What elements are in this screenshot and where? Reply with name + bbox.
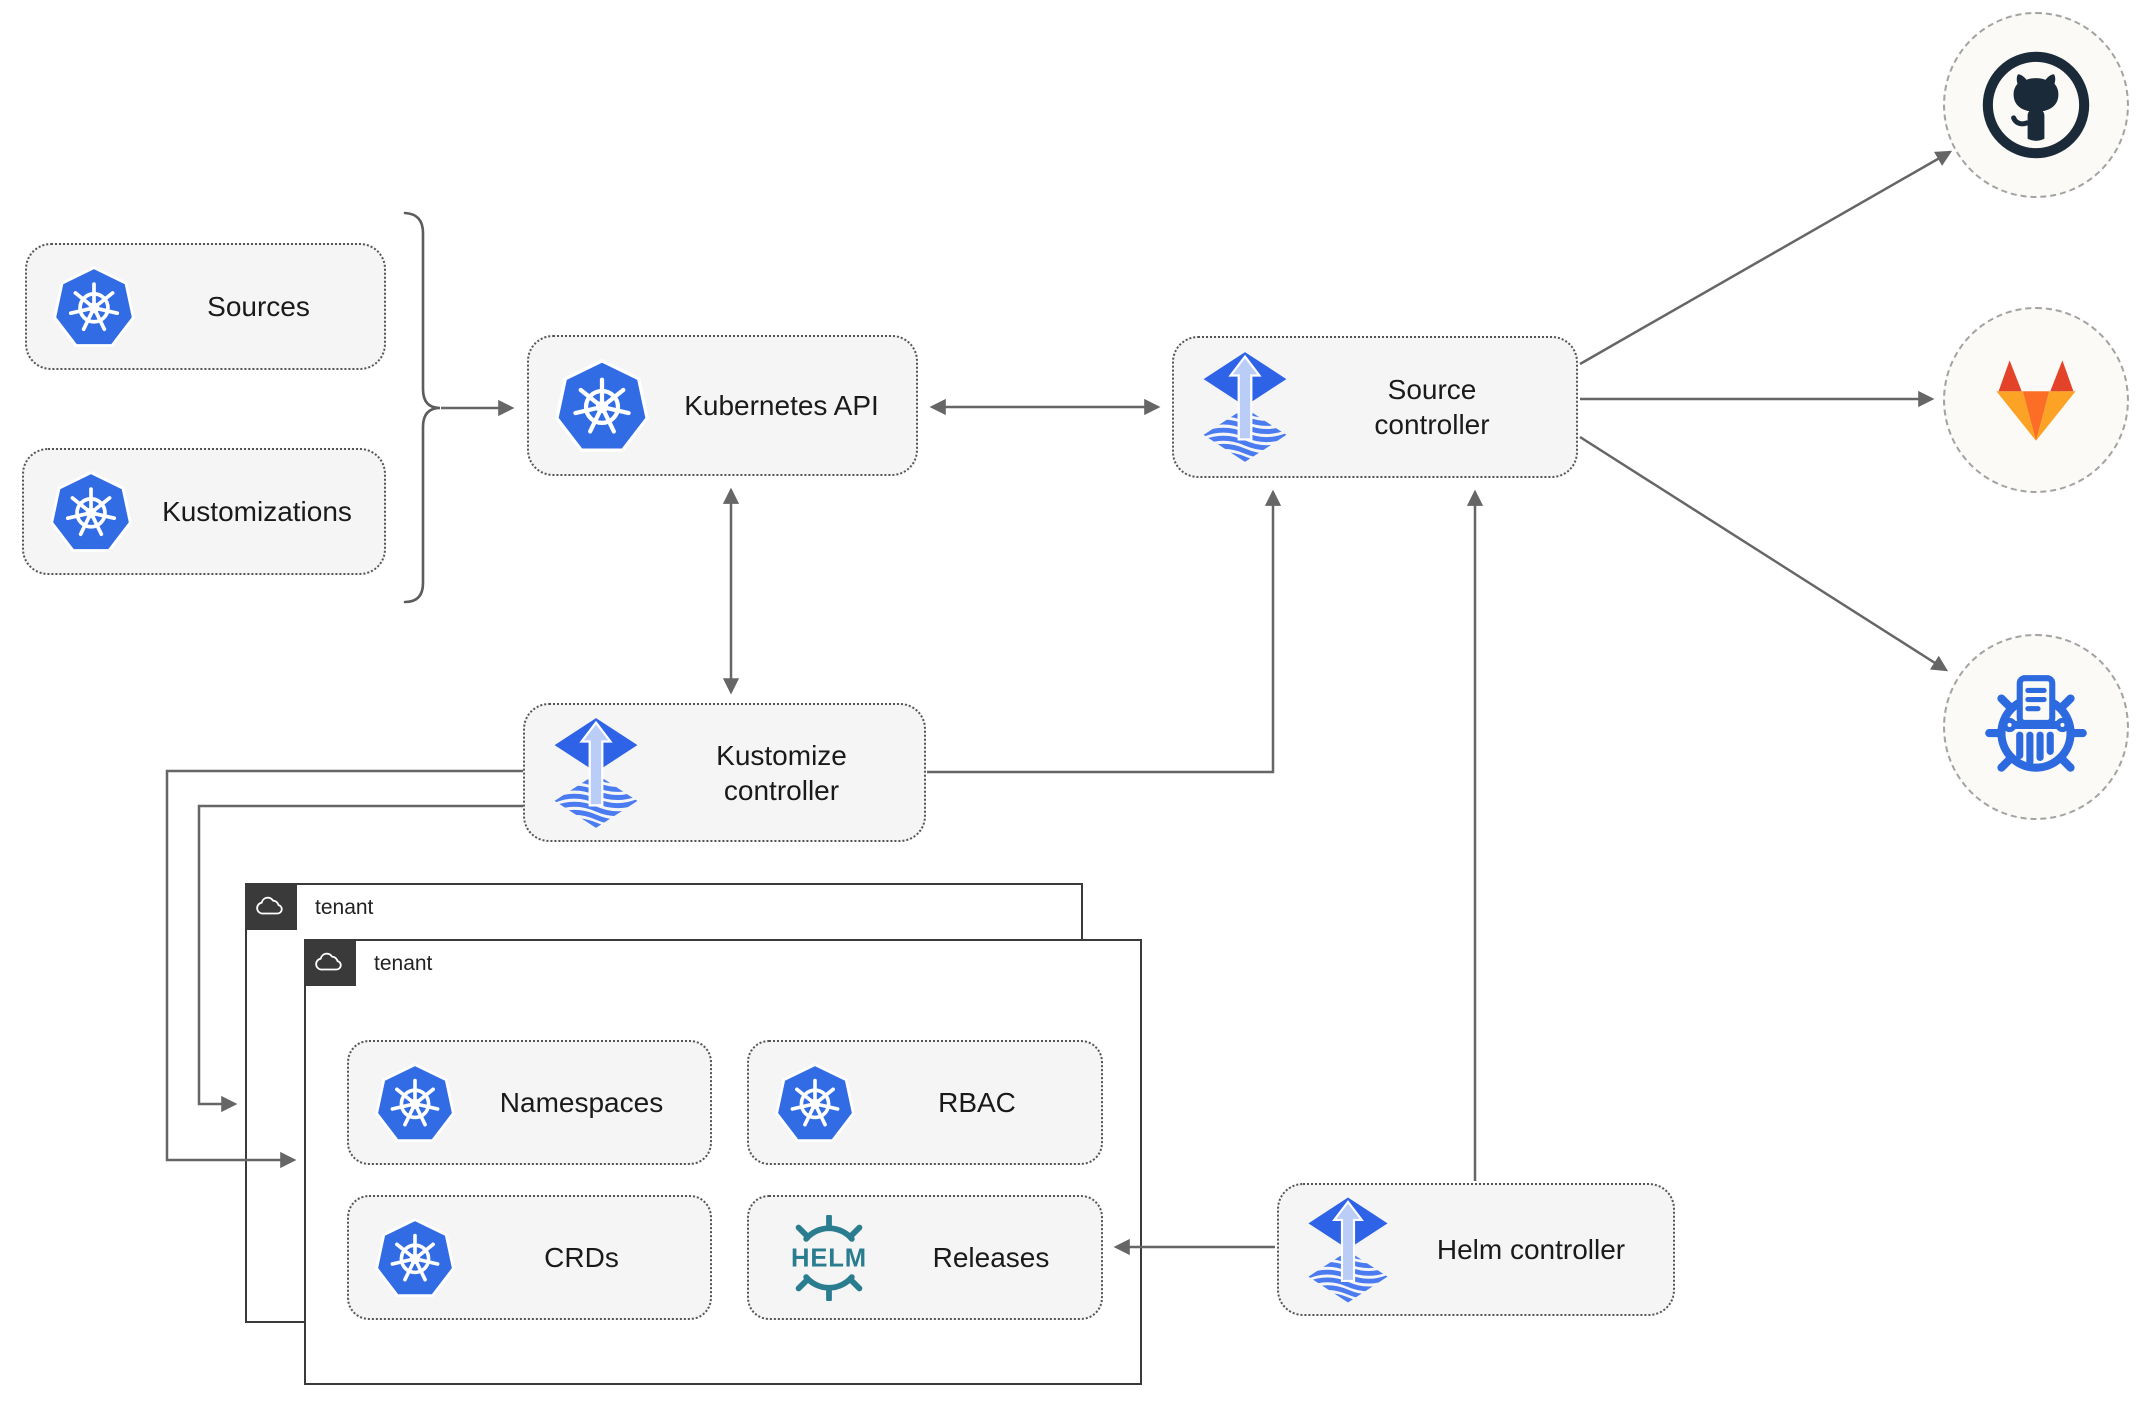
tenant-badge [303, 938, 356, 986]
namespaces-box: Namespaces [347, 1040, 712, 1165]
kustomize-controller-box: Kustomize controller [523, 703, 926, 842]
kubernetes-wheel-icon [775, 1063, 855, 1143]
helm-controller-box: Helm controller [1277, 1183, 1675, 1316]
container-registry-circle [1943, 634, 2129, 820]
cloud-icon [254, 894, 288, 918]
namespaces-label: Namespaces [499, 1087, 664, 1118]
container-registry-icon [1975, 666, 2097, 788]
kubernetes-wheel-icon [555, 359, 649, 453]
releases-box: HELM Releases [747, 1195, 1103, 1320]
flux-arrow-icon [551, 717, 641, 829]
crds-label: CRDs [544, 1242, 619, 1273]
source-controller-box: Source controller [1172, 336, 1578, 478]
rbac-box: RBAC [747, 1040, 1103, 1165]
kubernetes-wheel-icon [50, 471, 132, 553]
source-controller-label: Source controller [1374, 374, 1490, 440]
flux-arrow-icon [1200, 351, 1290, 463]
tenant-label: tenant [315, 896, 374, 919]
kubernetes-api-box: Kubernetes API [527, 335, 918, 476]
kubernetes-wheel-icon [375, 1218, 455, 1298]
kubernetes-api-label: Kubernetes API [684, 390, 879, 421]
arrow-source-to-registry [1579, 435, 1949, 672]
kubernetes-wheel-icon [375, 1063, 455, 1143]
flux-arrow-icon [1305, 1196, 1391, 1304]
tenant-box-inner: tenant Namespaces RBAC CRDs [303, 938, 1142, 1385]
cloud-icon [313, 950, 347, 974]
sources-label: Sources [207, 291, 310, 322]
kustomize-controller-label: Kustomize controller [716, 739, 847, 806]
rbac-label: RBAC [938, 1087, 1016, 1118]
kustomizations-box: Kustomizations [22, 448, 386, 575]
crds-box: CRDs [347, 1195, 712, 1320]
kustomizations-label: Kustomizations [162, 496, 352, 527]
sources-box: Sources [25, 243, 386, 370]
helm-wheel-icon: HELM [775, 1214, 883, 1301]
grouping-brace [403, 211, 441, 604]
github-circle [1943, 12, 2129, 198]
kubernetes-wheel-icon [53, 266, 135, 348]
tenant-badge [244, 882, 297, 930]
arrow-source-to-github [1579, 150, 1953, 366]
tenant-label: tenant [374, 952, 433, 975]
helm-controller-label: Helm controller [1436, 1234, 1626, 1265]
arrow-kustomize-to-source-controller [927, 489, 1282, 774]
gitlab-circle [1943, 307, 2129, 493]
releases-label: Releases [932, 1242, 1050, 1273]
gitlab-fox-icon [1981, 354, 2091, 446]
github-octocat-icon [1980, 49, 2092, 161]
helm-wordmark: HELM [791, 1244, 867, 1272]
